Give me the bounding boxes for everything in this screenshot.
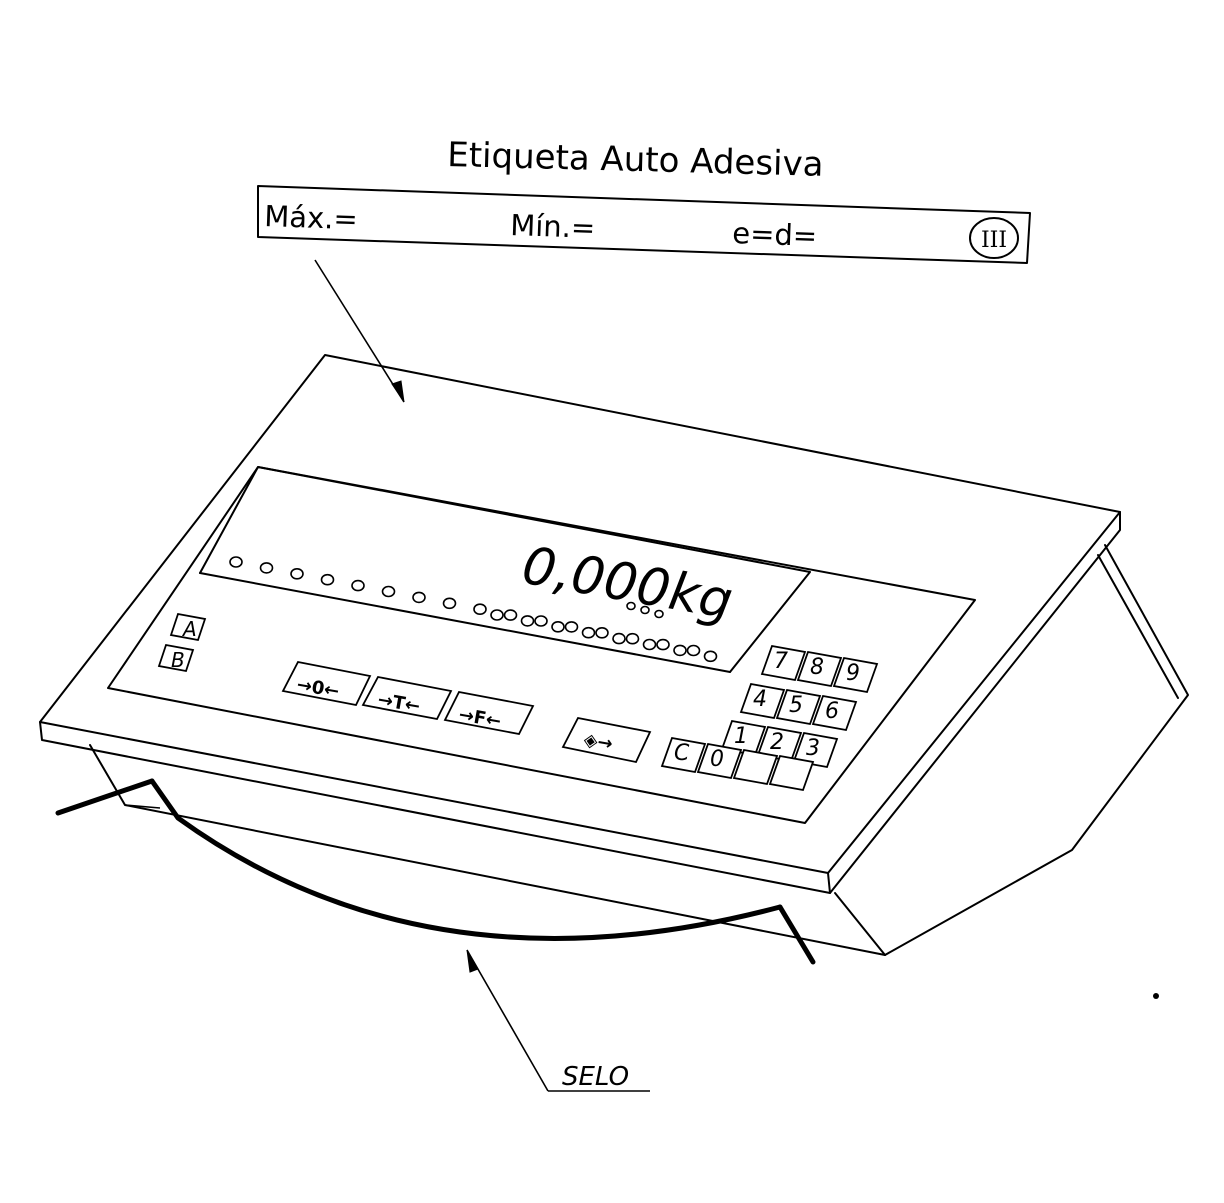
seal-leader-arrow (466, 949, 650, 1092)
label-ed-field: e=d= (732, 216, 818, 253)
annunciator-dot (534, 615, 548, 627)
keypad-key[interactable]: 6 (811, 694, 858, 732)
annunciator-row (229, 556, 718, 663)
stray-mark (1153, 993, 1159, 999)
annunciator-dot (612, 632, 626, 645)
keypad-key[interactable]: 8 (796, 650, 843, 688)
annunciator-dot (703, 650, 718, 663)
annunciator-dot (490, 609, 504, 621)
annunciator-dot (656, 638, 670, 651)
keypad-key-label: 5 (789, 693, 803, 718)
label-min-field: Mín.= (510, 208, 596, 245)
keypad-key-label: C (674, 741, 690, 766)
annunciator-dot (442, 597, 457, 610)
annunciator-dot (595, 626, 609, 639)
keypad-key[interactable]: C (660, 736, 707, 774)
annunciator-dot (290, 567, 304, 580)
keypad-key[interactable]: 0 (696, 742, 743, 780)
accuracy-class-text: III (981, 228, 1007, 253)
annunciator-dot (503, 609, 518, 621)
housing-right-side (884, 544, 1189, 956)
annunciator-dot (381, 585, 396, 598)
annunciator-dot (412, 591, 426, 604)
side-key-b-label: B (171, 648, 185, 672)
accuracy-class-badge: III (969, 217, 1019, 259)
display-indicator-dots (626, 601, 664, 619)
print-key-label: ◈→ (582, 729, 614, 755)
adhesive-label-border (257, 185, 1031, 264)
keypad-key[interactable]: 5 (775, 688, 822, 726)
keypad-key-label: 2 (770, 730, 784, 755)
display-window (199, 466, 811, 673)
keypad-key-label: 1 (734, 724, 748, 749)
keypad-key[interactable]: 9 (832, 656, 879, 694)
top-panel (39, 354, 1121, 874)
annunciator-dot (625, 632, 640, 645)
annunciator-dot (642, 638, 657, 651)
annunciator-dot (259, 562, 274, 574)
front-face (107, 466, 976, 824)
keypad-key-label: 7 (774, 649, 788, 674)
annunciator-dot (673, 644, 687, 657)
keypad-key[interactable] (768, 754, 815, 792)
keypad-key[interactable]: 4 (739, 682, 786, 720)
adhesive-label: Máx.= Mín.= e=d= III (257, 185, 1031, 264)
annunciator-dot (229, 556, 243, 568)
keypad-key-label: 8 (810, 655, 824, 680)
keypad-key-label: 0 (710, 747, 724, 772)
keypad-key-label: 4 (753, 687, 767, 712)
annunciator-dot (473, 603, 487, 616)
annunciator-dot (564, 621, 579, 633)
seal-label: SELO (562, 1062, 629, 1092)
seal-wire (55, 778, 816, 965)
keypad-key[interactable]: 3 (792, 731, 839, 769)
label-max-field: Máx.= (264, 199, 359, 236)
keypad-key-label: 9 (846, 661, 860, 686)
annunciator-dot (581, 626, 596, 639)
zero-key[interactable]: →0← (281, 660, 372, 707)
keypad-key-label: 3 (806, 736, 820, 761)
keypad-key[interactable]: 7 (760, 644, 807, 682)
annunciator-dot (551, 620, 565, 633)
side-key-b[interactable]: B (157, 643, 195, 673)
side-key-a[interactable]: A (169, 612, 207, 642)
keypad-key-label: 6 (825, 699, 839, 724)
print-key[interactable]: ◈→ (561, 716, 652, 764)
keypad-key[interactable] (732, 748, 779, 786)
annunciator-dot (351, 579, 365, 592)
label-title: Etiqueta Auto Adesiva (447, 135, 824, 185)
annunciator-dot (320, 573, 335, 586)
indicator-housing (39, 354, 1189, 956)
function-key[interactable]: →F← (443, 690, 535, 736)
annunciator-dot (520, 615, 535, 627)
tare-key[interactable]: →T← (361, 675, 453, 721)
side-key-a-label: A (181, 617, 197, 641)
annunciator-dot (686, 644, 701, 657)
label-leader-arrow (314, 259, 405, 403)
